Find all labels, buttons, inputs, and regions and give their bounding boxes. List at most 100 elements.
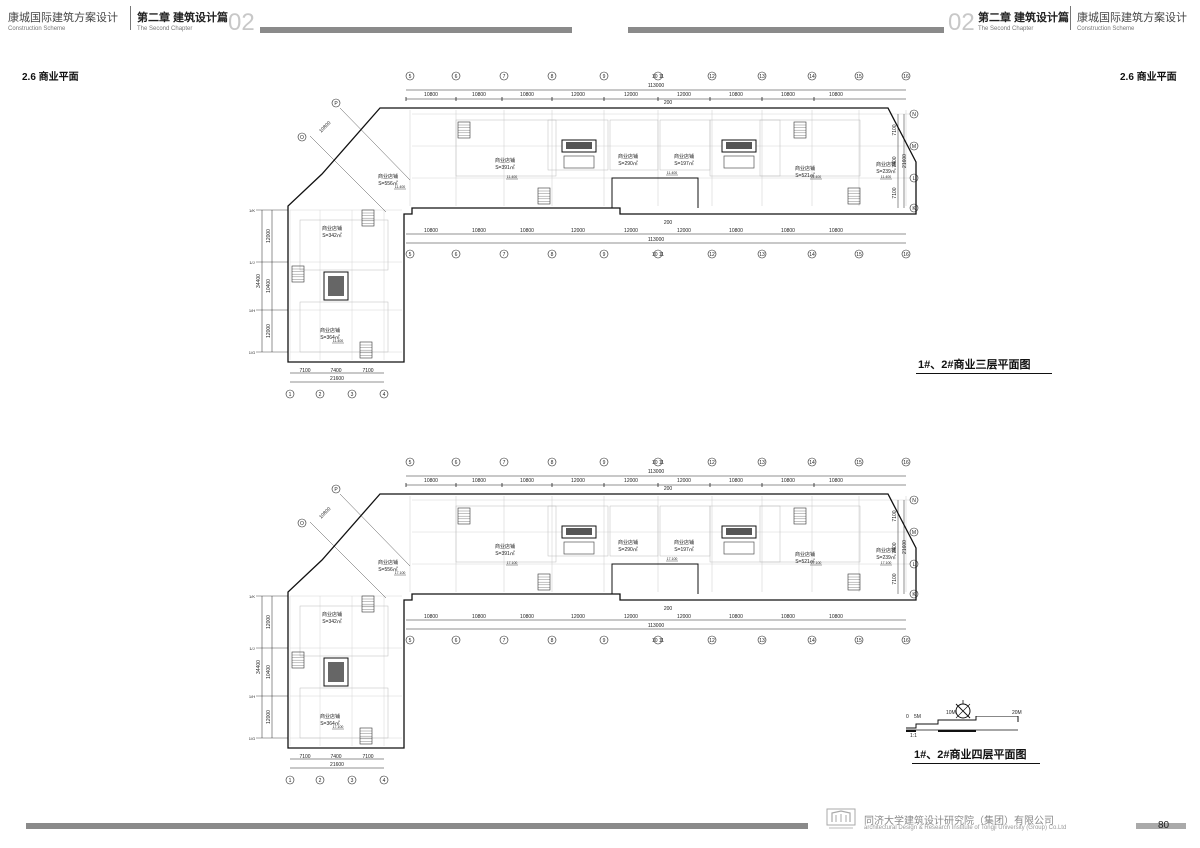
axis-bubble <box>901 71 911 81</box>
stair-icon <box>793 507 807 525</box>
elevator-core <box>323 271 349 301</box>
chapter-subtitle-right: The Second Chapter <box>978 26 1034 32</box>
plan-title-4f: 1#、2#商业四层平面图 <box>914 749 1027 761</box>
level-value: 11.400 <box>667 171 677 175</box>
plan-linework <box>289 496 914 746</box>
axis-bubble <box>315 389 325 399</box>
shop-area: S=364㎡ <box>320 720 340 727</box>
dimension-value: 12000 <box>624 614 638 620</box>
axis-bubble <box>653 457 663 467</box>
footer-bar <box>26 823 808 829</box>
dimension-value: 10800 <box>472 228 486 234</box>
dimension-value: 10800 <box>781 478 795 484</box>
axis-bubble <box>909 141 919 151</box>
dimension-value: 7100 <box>362 754 373 760</box>
shop-area: S=290㎡ <box>618 546 638 553</box>
gap-dim: 200 <box>664 486 673 492</box>
elevator-shaft <box>328 662 344 682</box>
axis-label: 10 11 <box>652 460 664 466</box>
axis-label: 12 <box>709 74 715 80</box>
stair-icon <box>361 595 375 613</box>
shop-partition <box>299 687 389 739</box>
dimension-value: 12000 <box>677 614 691 620</box>
axis-label: 4 <box>383 778 386 784</box>
dimension-value: 12000 <box>624 92 638 98</box>
axis-label: 1 <box>289 778 292 784</box>
elevator-shaft <box>566 528 592 535</box>
shop-area: S=556㎡ <box>378 566 398 573</box>
axis-bubble <box>707 635 717 645</box>
dimension-total: 113000 <box>648 623 665 629</box>
dimension-value: 10400 <box>266 665 272 679</box>
dimension-value: 7100 <box>892 573 898 584</box>
dimension-value: 12000 <box>677 478 691 484</box>
axis-bubble <box>405 249 415 259</box>
axis-label: O <box>300 135 304 141</box>
stair-icon <box>847 187 861 205</box>
shop-area: S=239㎡ <box>876 168 896 175</box>
tongji-logo-icon <box>826 808 856 829</box>
shop-area: S=239㎡ <box>876 554 896 561</box>
scale-label-10m: 10M <box>946 710 956 716</box>
level-value: 11.400 <box>811 175 821 179</box>
stair-icon <box>793 121 807 139</box>
axis-label: 2 <box>319 778 322 784</box>
axis-bubble <box>807 71 817 81</box>
plan-title-underline <box>916 373 1052 374</box>
shop-name: 商业店铺 <box>674 153 694 160</box>
axis-bubble <box>901 249 911 259</box>
dimension-value: 10800 <box>520 92 534 98</box>
dimension-value: 10800 <box>472 92 486 98</box>
axis-label: 2 <box>319 392 322 398</box>
shop-name: 商业店铺 <box>495 543 515 550</box>
axis-bubble <box>901 635 911 645</box>
scale-label-0: 0 <box>906 714 909 720</box>
level-value: 11.400 <box>395 185 405 189</box>
shop-partition <box>455 119 557 177</box>
axis-label: 15 <box>856 74 862 80</box>
axis-label: 13 <box>759 74 765 80</box>
dimension-value: 10800 <box>520 614 534 620</box>
dimension-value: 10800 <box>829 92 843 98</box>
dimension-value: 12000 <box>266 615 272 629</box>
axis-label: 14 <box>809 460 815 466</box>
shop-area: S=342㎡ <box>322 232 342 239</box>
axis-bubble <box>854 71 864 81</box>
axis-label: 1 <box>289 392 292 398</box>
dimension-value: 12000 <box>624 228 638 234</box>
shop-name: 商业店铺 <box>378 173 398 180</box>
dimension-value: 12000 <box>571 228 585 234</box>
axis-label: 7 <box>503 252 506 258</box>
elevator-shaft <box>726 142 752 149</box>
gap-dim: 200 <box>664 100 673 106</box>
shop-partition <box>455 505 557 563</box>
axis-label: 16 <box>903 252 909 258</box>
axis-label: N <box>912 498 916 504</box>
dimension-value: 7400 <box>892 542 898 553</box>
axis-label: L <box>913 176 916 182</box>
axis-label: 7 <box>503 638 506 644</box>
dimension-value: 7100 <box>892 510 898 521</box>
plan-title-underline-4f <box>912 763 1040 764</box>
axis-label: 15 <box>856 638 862 644</box>
axis-label: 3 <box>351 778 354 784</box>
axis-label: 9 <box>603 638 606 644</box>
axis-bubble <box>451 71 461 81</box>
dimension-value: 12000 <box>571 614 585 620</box>
level-value: 17.100 <box>333 725 344 729</box>
axis-label: P <box>334 487 338 493</box>
axis-label: 8 <box>551 252 554 258</box>
chapter-title-right: 第二章 建筑设计篇 <box>978 12 1070 24</box>
dimension-value: 10800 <box>424 478 438 484</box>
book-title-right: 康城国际建筑方案设计 <box>1077 12 1187 24</box>
shop-area: S=556㎡ <box>378 180 398 187</box>
dimension-total: 34400 <box>256 274 262 288</box>
scale-label-5m: 5M <box>914 714 921 720</box>
level-value: 17.100 <box>811 561 822 565</box>
gap-dim: 200 <box>664 220 673 226</box>
stair-icon <box>457 507 471 525</box>
shop-name: 商业店铺 <box>378 559 398 566</box>
shop-name: 商业店铺 <box>495 157 515 164</box>
